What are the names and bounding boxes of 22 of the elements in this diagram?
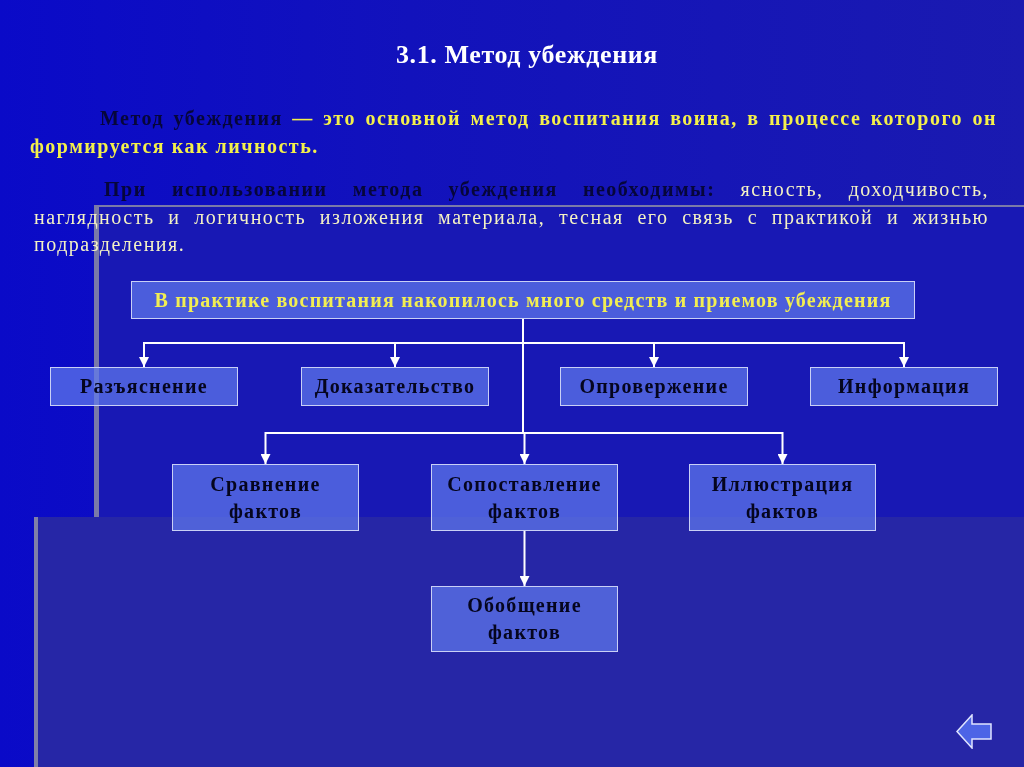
method-text: Информация (837, 374, 971, 400)
method-text: Разъяснение (80, 374, 208, 399)
method-text: Иллюстрация фактов (710, 471, 855, 525)
method-box (810, 367, 998, 406)
header-text: В практике воспитания накопилось много средств и приемов убеждения (154, 287, 892, 314)
slide-title: 3.1. Метод убеждения (396, 40, 658, 69)
method-box (301, 367, 489, 406)
method-box (172, 464, 359, 531)
method-text: Сопоставление фактов (446, 471, 603, 525)
method-box (689, 464, 876, 531)
method-text: Обобщение фактов (466, 593, 583, 646)
paragraph-text: При использовании метода убеждения необходимы: ясность, доходчивость, наглядность и логичность изложения материала, тесная его связь с практикой и жизнью подразделения. (34, 177, 989, 258)
header-box (131, 281, 915, 319)
method-text: Сравнение фактов (209, 471, 322, 525)
method-text: Опровержение (579, 374, 729, 400)
method-box (431, 464, 618, 531)
connector-arrow (519, 530, 530, 587)
method-box (560, 367, 748, 406)
method-text: Доказательство (314, 374, 476, 400)
method-box (50, 367, 238, 406)
paragraph-text: Метод убеждения — это основной метод воспитания воина, в процессе которого он формируется как личность. (30, 106, 997, 160)
method-box (431, 586, 618, 652)
